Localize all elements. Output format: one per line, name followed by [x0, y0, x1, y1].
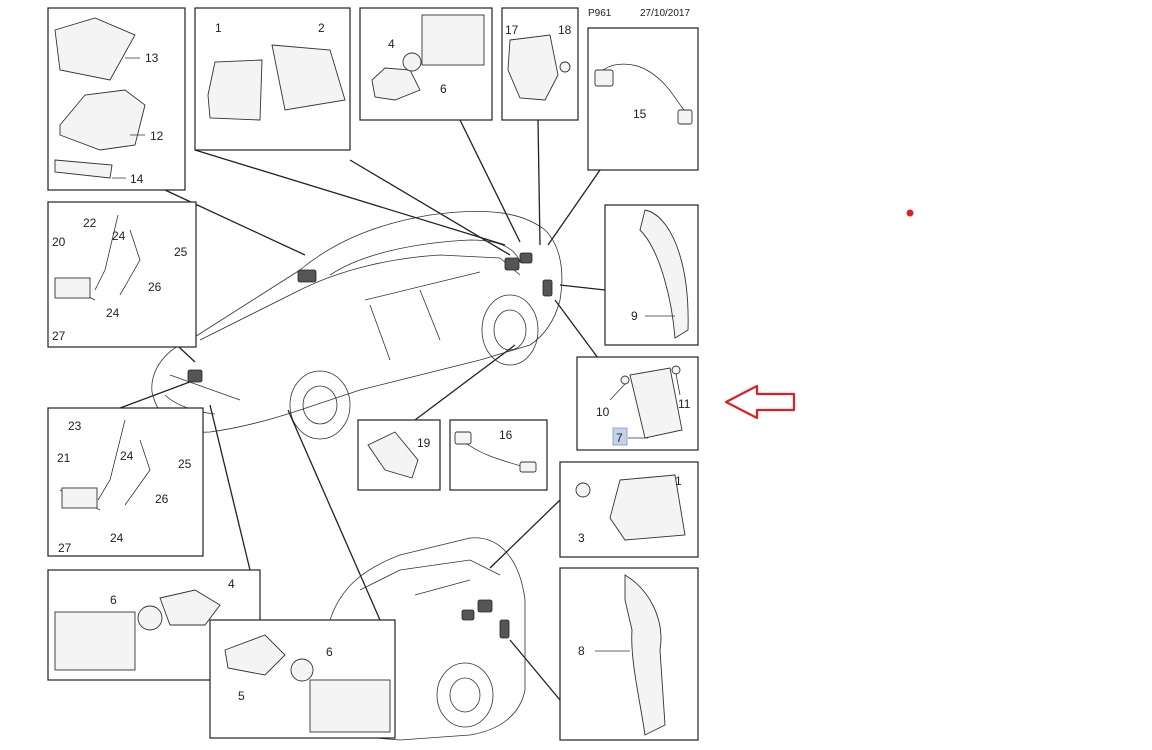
callout-4-top: 4 [388, 37, 395, 51]
part-bumper-insert [421, 14, 485, 66]
callout-11: 11 [678, 397, 691, 411]
callout-1-top: 1 [215, 21, 222, 35]
callout-24-a: 24 [112, 229, 126, 243]
callout-16: 16 [499, 428, 513, 442]
box-bracket-upper [47, 201, 197, 348]
callout-12: 12 [150, 129, 164, 143]
part-9-cover [639, 209, 689, 339]
callout-4-left: 4 [228, 577, 235, 591]
callout-13: 13 [145, 51, 159, 65]
callout-2: 2 [318, 21, 325, 35]
part-6-ring-center [290, 658, 314, 682]
part-13-frame [54, 17, 136, 81]
callout-5: 5 [238, 689, 245, 703]
callout-25-a: 25 [174, 245, 188, 259]
callout-17: 17 [505, 23, 519, 37]
part-4-sensor [371, 67, 421, 101]
watermark-logo [1070, 720, 1144, 746]
callout-23: 23 [68, 419, 82, 433]
car-estate [329, 537, 526, 741]
callout-27-a: 27 [52, 329, 66, 343]
part-19-valve-sensor [367, 431, 419, 479]
callout-24-b: 24 [106, 306, 120, 320]
callout-6-center: 6 [326, 645, 333, 659]
part-18-clip [559, 61, 571, 73]
callout-14: 14 [130, 172, 144, 186]
part-17-sensor [507, 34, 559, 101]
part-bumper-insert-center [309, 679, 391, 733]
part-7-module [629, 367, 683, 439]
part-6-ring-left [137, 605, 163, 631]
part-14-strip [54, 159, 113, 179]
leader-lines [119, 119, 606, 701]
callout-18: 18 [558, 23, 572, 37]
callout-15: 15 [633, 107, 647, 121]
callout-6-left: 6 [110, 593, 117, 607]
box-part-15 [587, 27, 699, 171]
callout-26-a: 26 [148, 280, 162, 294]
callout-8: 8 [578, 644, 585, 658]
callout-6-top: 6 [440, 82, 447, 96]
part-2-bracket [271, 44, 346, 111]
car-sedan [151, 210, 563, 440]
callout-27-b: 27 [58, 541, 72, 555]
part-12-module [59, 89, 146, 151]
callout-25-b: 25 [178, 457, 192, 471]
callout-26-b: 26 [155, 492, 169, 506]
part-bumper-insert-left [54, 611, 136, 671]
callout-22: 22 [83, 216, 97, 230]
part-20-sensor-upper [54, 277, 91, 299]
callout-10: 10 [596, 405, 610, 419]
callout-7-highlight [612, 427, 628, 446]
callout-3: 3 [578, 531, 585, 545]
annotation-arrow [724, 384, 796, 420]
callout-7: 7 [616, 431, 623, 445]
part-3-clip [575, 482, 591, 498]
callout-21: 21 [57, 451, 71, 465]
part-15-harness [597, 63, 689, 116]
callout-20: 20 [52, 235, 66, 249]
box-bracket-lower [47, 407, 204, 557]
callout-24-d: 24 [110, 531, 124, 545]
callout-19: 19 [417, 436, 431, 450]
part-8-cover [624, 574, 666, 736]
part-1-module [207, 59, 263, 121]
diagram-date: 27/10/2017 [640, 8, 690, 19]
part-11-screw [671, 365, 681, 375]
callout-24-c: 24 [120, 449, 134, 463]
part-1-module-lower [609, 474, 686, 541]
diagram-code: P961 [588, 8, 612, 19]
part-5-sensor [224, 634, 286, 676]
annotation-dot [906, 209, 914, 217]
part-10-screw [620, 375, 630, 385]
callout-1-lower: 1 [675, 474, 682, 488]
callout-9: 9 [631, 309, 638, 323]
part-4-sensor-left [159, 589, 221, 626]
part-21-sensor-lower [61, 487, 98, 509]
part-6-ring [402, 52, 422, 72]
